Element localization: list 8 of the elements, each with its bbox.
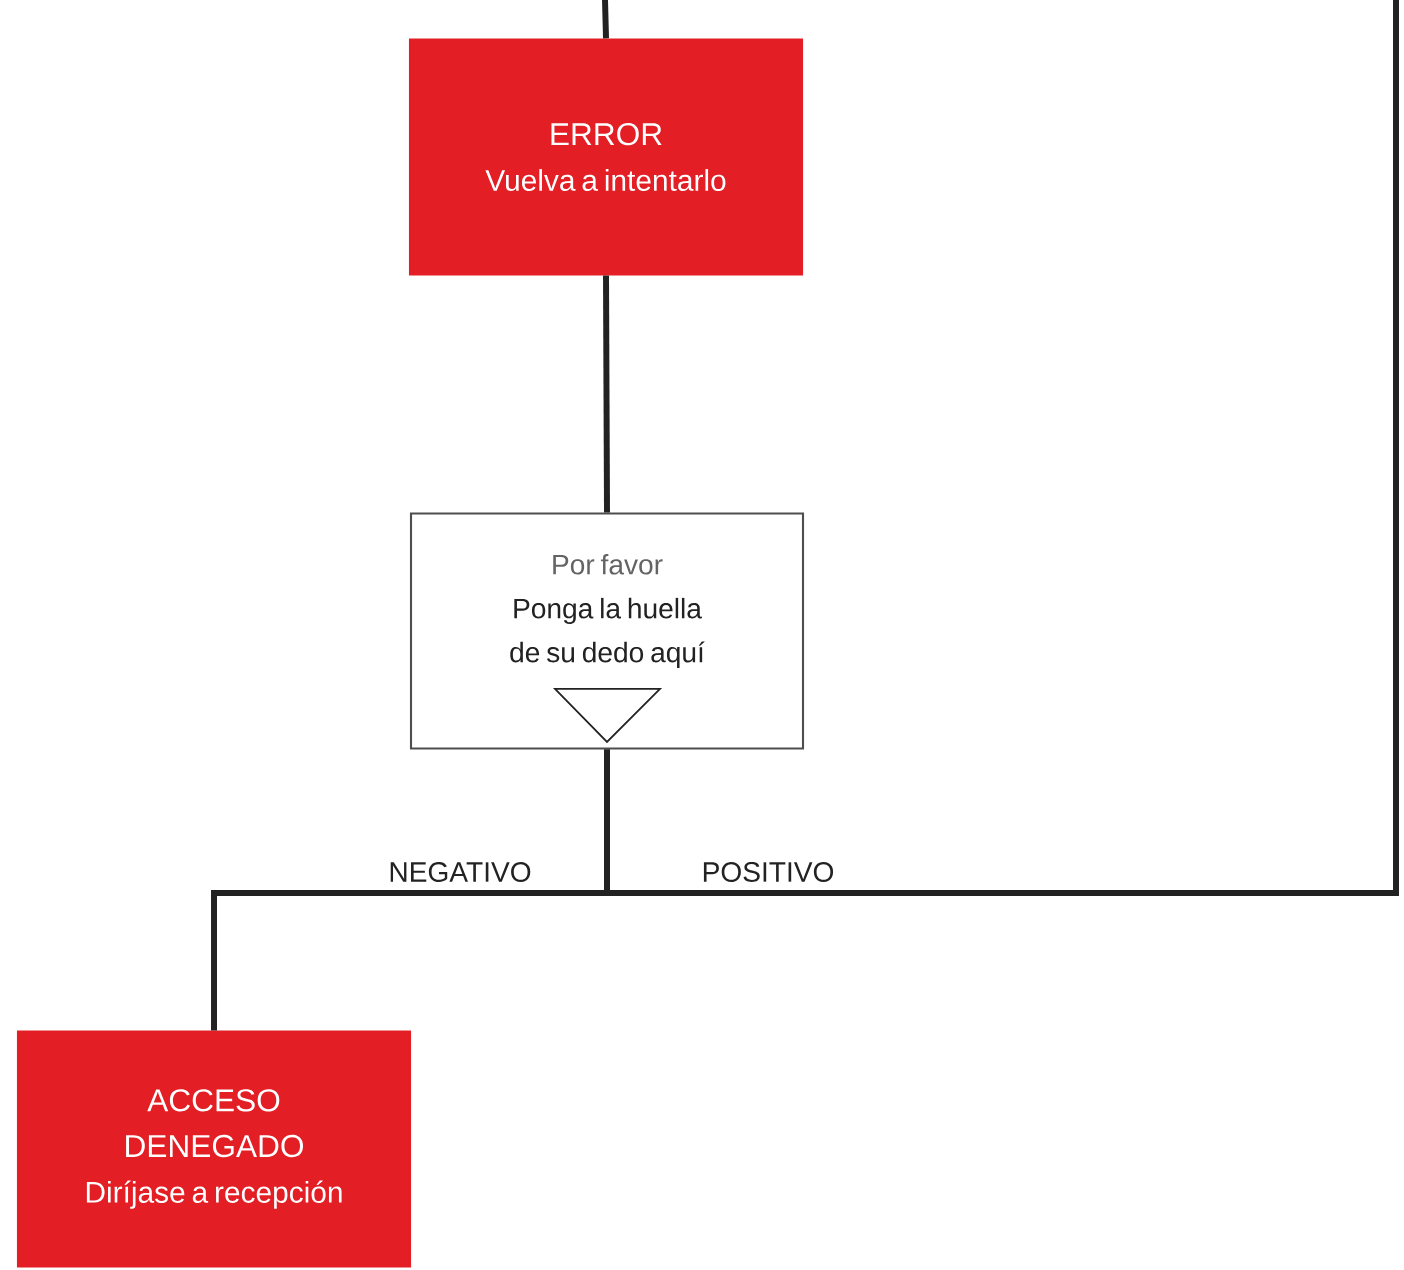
connector-line	[604, 0, 1399, 896]
connector-line	[603, 275, 610, 513]
connector-line	[602, 0, 609, 39]
alert-box: ERROR Vuelva a intentarlo	[408, 38, 804, 276]
edge-label: POSITIVO	[699, 860, 837, 884]
prompt-box: Por favor Ponga la huella de su dedo aquí	[409, 512, 805, 750]
alert-box: ACCESO DENEGADO Diríjase a recepción	[16, 1030, 412, 1268]
edge-label: NEGATIVO	[386, 860, 534, 884]
